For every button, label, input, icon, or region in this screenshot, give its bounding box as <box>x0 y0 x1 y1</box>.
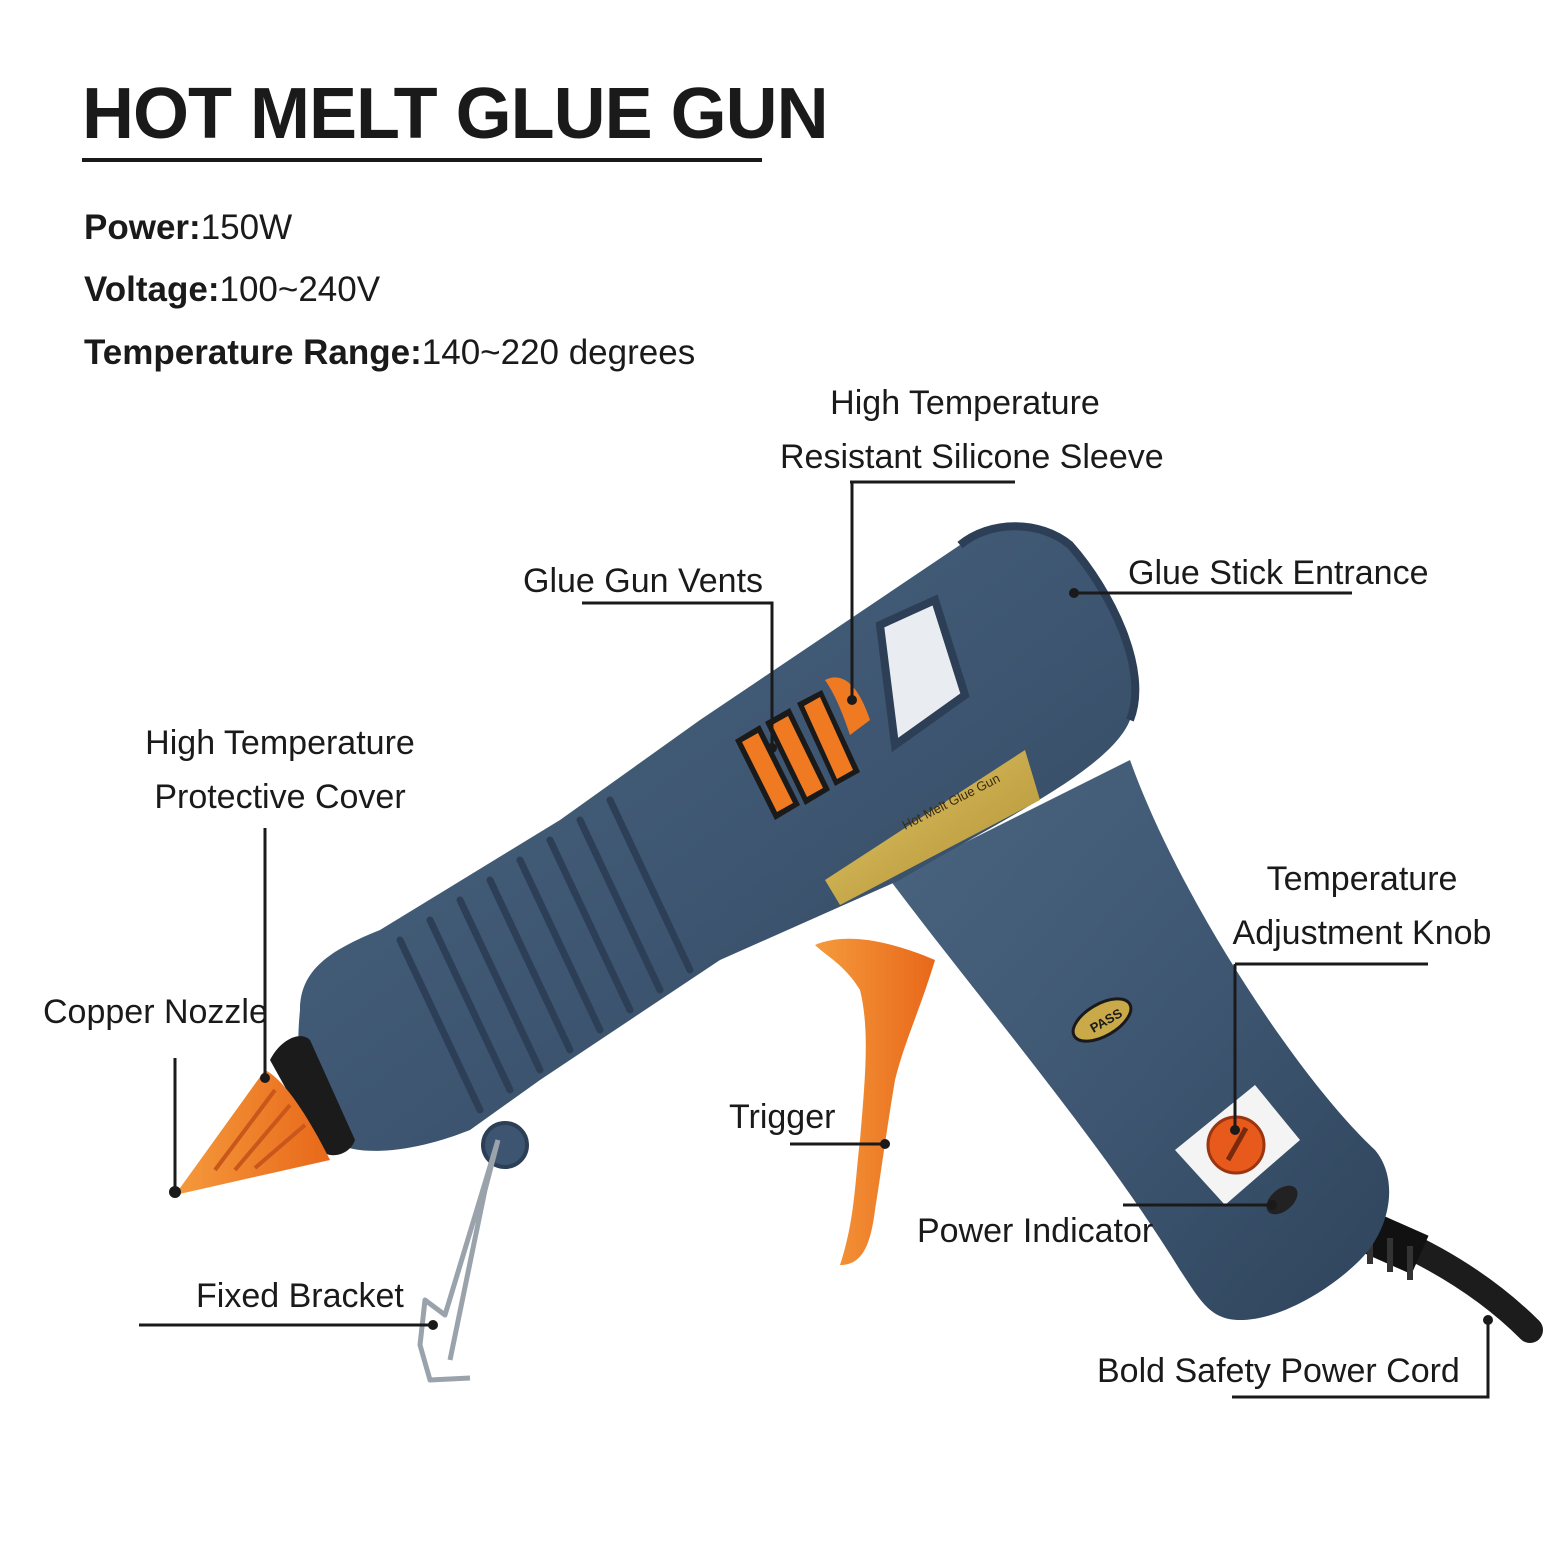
spec-value: 100~240V <box>219 270 381 309</box>
callout-temperature-knob-line1: Temperature <box>1266 860 1458 898</box>
callout-copper-nozzle: Copper Nozzle <box>43 993 268 1031</box>
callout-fixed-bracket: Fixed Bracket <box>196 1277 404 1315</box>
spec-key: Temperature Range: <box>84 333 422 372</box>
handle <box>890 760 1390 1320</box>
grip-ribs <box>396 796 694 1114</box>
nozzle-grooves <box>213 1088 307 1172</box>
callout-trigger: Trigger <box>729 1098 836 1136</box>
spec-value: 140~220 degrees <box>421 333 696 372</box>
nozzle-tip <box>169 1186 181 1198</box>
front-ring <box>270 1036 355 1156</box>
callout-power-indicator: Power Indicator <box>917 1212 1154 1250</box>
page-title: HOT MELT GLUE GUN <box>82 74 829 154</box>
callout-protective-cover-line2: Protective Cover <box>154 778 406 816</box>
spec-value: 150W <box>200 208 293 247</box>
callout-vents: Glue Gun Vents <box>523 562 764 600</box>
callout-silicone-sleeve-line2: Resistant Silicone Sleeve <box>780 438 1164 476</box>
spec-voltage: Voltage:100~240V <box>84 272 380 307</box>
pass-badge <box>1071 997 1133 1043</box>
trigger[interactable] <box>815 938 935 1265</box>
leader-lines <box>139 480 1490 1399</box>
silicone-sleeve <box>825 677 870 735</box>
callout-power-cord: Bold Safety Power Cord <box>1097 1352 1460 1390</box>
fixed-bracket <box>417 1121 529 1383</box>
spec-power: Power:150W <box>84 210 292 245</box>
glue-stick-window <box>875 594 970 753</box>
callout-silicone-sleeve-line1: High Temperature <box>830 384 1100 422</box>
spec-key: Power: <box>84 208 201 247</box>
callout-protective-cover-line1: High Temperature <box>145 724 415 762</box>
title-underline <box>82 158 762 162</box>
callout-temperature-knob-line2: Adjustment Knob <box>1232 914 1492 952</box>
spec-temperature-range: Temperature Range:140~220 degrees <box>84 335 695 370</box>
vent-slots <box>735 690 860 820</box>
spec-key: Voltage: <box>84 270 220 309</box>
nozzle-cover <box>175 1070 330 1195</box>
knob-pointer <box>1225 1126 1249 1162</box>
leader-dots <box>260 588 1493 1330</box>
name-plate <box>825 750 1040 905</box>
callout-glue-stick-entrance: Glue Stick Entrance <box>1128 554 1429 592</box>
